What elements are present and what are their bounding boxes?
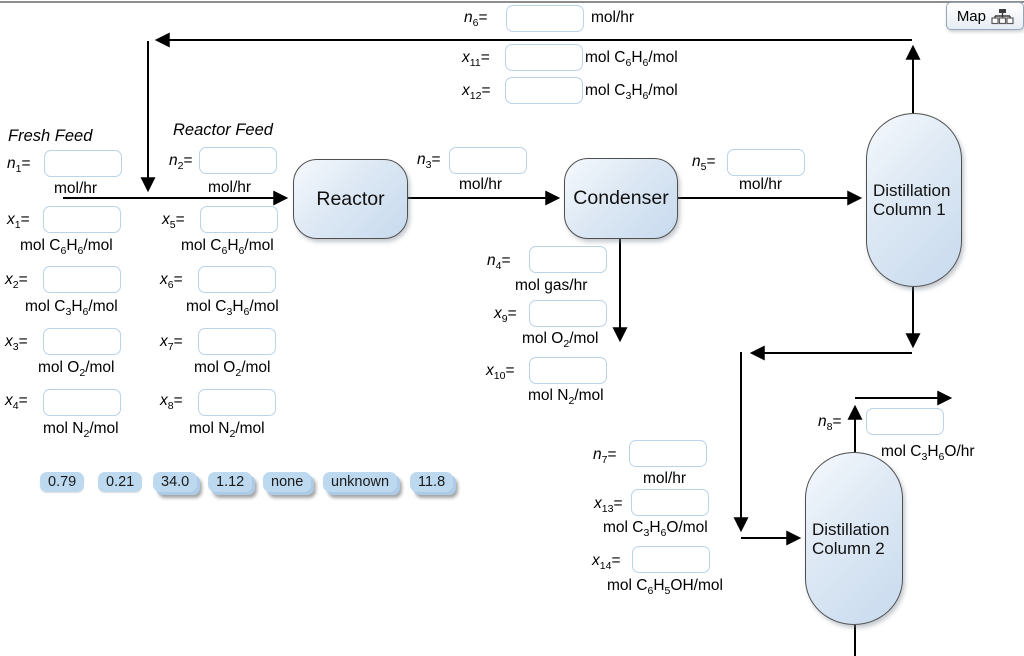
field-unit-x13: mol C3H6O/mol bbox=[603, 519, 708, 540]
field-unit-n5: mol/hr bbox=[739, 176, 783, 193]
field-unit-x6: mol C3H6/mol bbox=[186, 298, 279, 319]
field-input-x1[interactable] bbox=[43, 206, 121, 233]
field-input-n3[interactable] bbox=[449, 147, 527, 174]
field-label-x13: x13= bbox=[594, 495, 623, 516]
field-input-x9[interactable] bbox=[529, 300, 607, 327]
distillation-column-2-label: Distillation Column 2 bbox=[812, 519, 890, 558]
distillation-column-2-shape: Distillation Column 2 bbox=[805, 452, 903, 625]
answer-chip[interactable]: 1.12 bbox=[208, 472, 253, 492]
field-unit-n3: mol/hr bbox=[459, 176, 503, 193]
sitemap-icon bbox=[991, 8, 1014, 24]
field-unit-x10: mol N2/mol bbox=[528, 387, 604, 408]
field-label-x3: x3= bbox=[5, 333, 28, 354]
field-label-n1: n1= bbox=[7, 155, 31, 176]
field-input-x7[interactable] bbox=[198, 328, 276, 355]
field-label-n3: n3= bbox=[417, 151, 441, 172]
field-label-n5: n5= bbox=[692, 153, 716, 174]
field-label-x7: x7= bbox=[160, 333, 183, 354]
answer-chip[interactable]: none bbox=[263, 472, 312, 492]
field-unit-x2: mol C3H6/mol bbox=[25, 298, 118, 319]
answer-chip[interactable]: 0.21 bbox=[98, 472, 143, 492]
field-input-x4[interactable] bbox=[43, 389, 121, 416]
field-input-n5[interactable] bbox=[727, 149, 805, 176]
map-button-label: Map bbox=[956, 7, 986, 25]
field-input-x3[interactable] bbox=[43, 328, 121, 355]
fresh-feed-label: Fresh Feed bbox=[8, 127, 93, 145]
reactor-label: Reactor bbox=[316, 187, 385, 210]
field-label-x10: x10= bbox=[486, 362, 515, 383]
field-unit-n1: mol/hr bbox=[54, 180, 98, 197]
distillation-column-1-shape: Distillation Column 1 bbox=[866, 113, 962, 287]
field-unit-x14: mol C6H5OH/mol bbox=[607, 577, 723, 598]
field-input-x2[interactable] bbox=[43, 266, 121, 293]
field-unit-x5: mol C6H6/mol bbox=[181, 237, 274, 258]
field-label-n8: n8= bbox=[818, 413, 842, 434]
field-unit-x9: mol O2/mol bbox=[522, 330, 599, 351]
answer-chip[interactable]: 0.79 bbox=[40, 472, 85, 492]
field-unit-x12: mol C3H6/mol bbox=[585, 82, 678, 103]
condenser-label: Condenser bbox=[573, 187, 669, 209]
field-label-n2: n2= bbox=[169, 152, 193, 173]
field-unit-x11: mol C6H6/mol bbox=[585, 49, 678, 70]
field-unit-x7: mol O2/mol bbox=[194, 359, 271, 380]
field-label-x11: x11= bbox=[462, 49, 490, 70]
condenser-shape: Condenser bbox=[564, 158, 678, 239]
field-input-x12[interactable] bbox=[505, 77, 583, 104]
answer-chip[interactable]: 11.8 bbox=[410, 472, 454, 492]
field-unit-x8: mol N2/mol bbox=[189, 420, 265, 441]
field-input-x14[interactable] bbox=[632, 546, 710, 573]
field-label-x14: x14= bbox=[592, 552, 621, 573]
reactor-feed-label: Reactor Feed bbox=[173, 121, 273, 139]
field-input-n7[interactable] bbox=[629, 440, 707, 467]
field-label-x12: x12= bbox=[462, 82, 491, 103]
top-border bbox=[0, 1, 1024, 3]
field-label-n4: n4= bbox=[487, 252, 511, 273]
field-label-x4: x4= bbox=[5, 392, 28, 413]
map-button[interactable]: Map bbox=[945, 2, 1024, 30]
field-label-x1: x1= bbox=[7, 211, 30, 232]
field-label-x9: x9= bbox=[494, 305, 517, 326]
field-unit-x3: mol O2/mol bbox=[38, 359, 115, 380]
reactor-shape: Reactor bbox=[293, 159, 408, 239]
field-unit-x4: mol N2/mol bbox=[43, 420, 119, 441]
field-unit-n7: mol/hr bbox=[643, 470, 687, 487]
field-input-n4[interactable] bbox=[529, 246, 607, 273]
field-input-x13[interactable] bbox=[631, 489, 709, 516]
field-unit-n8: mol C3H6O/hr bbox=[881, 443, 975, 464]
field-input-x11[interactable] bbox=[505, 44, 583, 71]
field-input-x8[interactable] bbox=[198, 389, 276, 416]
field-label-n6: n6= bbox=[464, 9, 488, 30]
field-input-x5[interactable] bbox=[200, 206, 278, 233]
field-unit-x1: mol C6H6/mol bbox=[20, 237, 113, 258]
field-input-x6[interactable] bbox=[198, 266, 276, 293]
field-label-x2: x2= bbox=[5, 271, 28, 292]
answer-chip[interactable]: unknown bbox=[323, 472, 398, 492]
field-unit-n4: mol gas/hr bbox=[515, 277, 588, 294]
field-unit-n2: mol/hr bbox=[208, 179, 252, 196]
field-label-x6: x6= bbox=[160, 271, 183, 292]
answer-chip[interactable]: 34.0 bbox=[153, 472, 198, 492]
distillation-column-1-label: Distillation Column 1 bbox=[873, 181, 951, 219]
field-input-n2[interactable] bbox=[199, 147, 277, 174]
field-label-x8: x8= bbox=[160, 392, 183, 413]
field-input-n6[interactable] bbox=[506, 5, 584, 32]
field-input-n1[interactable] bbox=[44, 150, 122, 177]
field-label-x5: x5= bbox=[162, 211, 185, 232]
field-unit-n6: mol/hr bbox=[591, 9, 635, 26]
field-label-n7: n7= bbox=[593, 446, 617, 467]
field-input-n8[interactable] bbox=[866, 408, 944, 435]
field-input-x10[interactable] bbox=[529, 357, 607, 384]
